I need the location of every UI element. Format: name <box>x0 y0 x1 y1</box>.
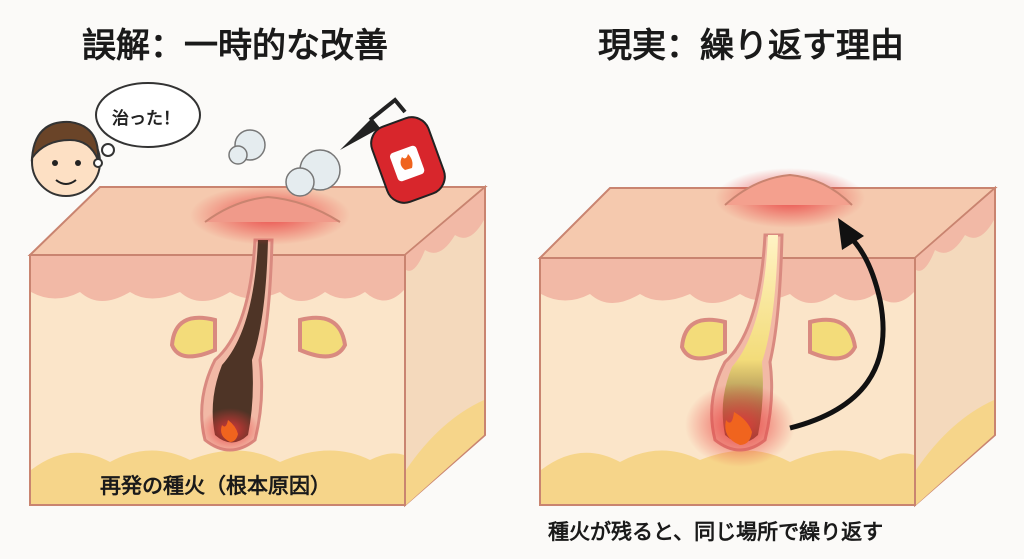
left-caption: 再発の種火（根本原因） <box>100 474 331 498</box>
happy-person-icon <box>30 120 101 197</box>
fire-icon <box>725 412 752 445</box>
spray-cloud-icon <box>228 129 341 197</box>
thought-bubble <box>93 82 201 168</box>
right-title: 現実：繰り返す理由 <box>598 26 904 66</box>
fire-icon <box>221 420 238 442</box>
skin-block-right <box>537 168 998 508</box>
arrow-head-icon <box>838 218 864 250</box>
fire-extinguisher-icon <box>340 97 446 204</box>
left-title: 誤解：一時的な改善 <box>82 26 388 66</box>
right-caption: 種火が残ると、同じ場所で繰り返す <box>548 520 884 544</box>
skin-block-left <box>27 184 488 508</box>
recurrence-arrow <box>789 233 886 431</box>
speech-bubble-text: 治った！ <box>112 109 180 129</box>
